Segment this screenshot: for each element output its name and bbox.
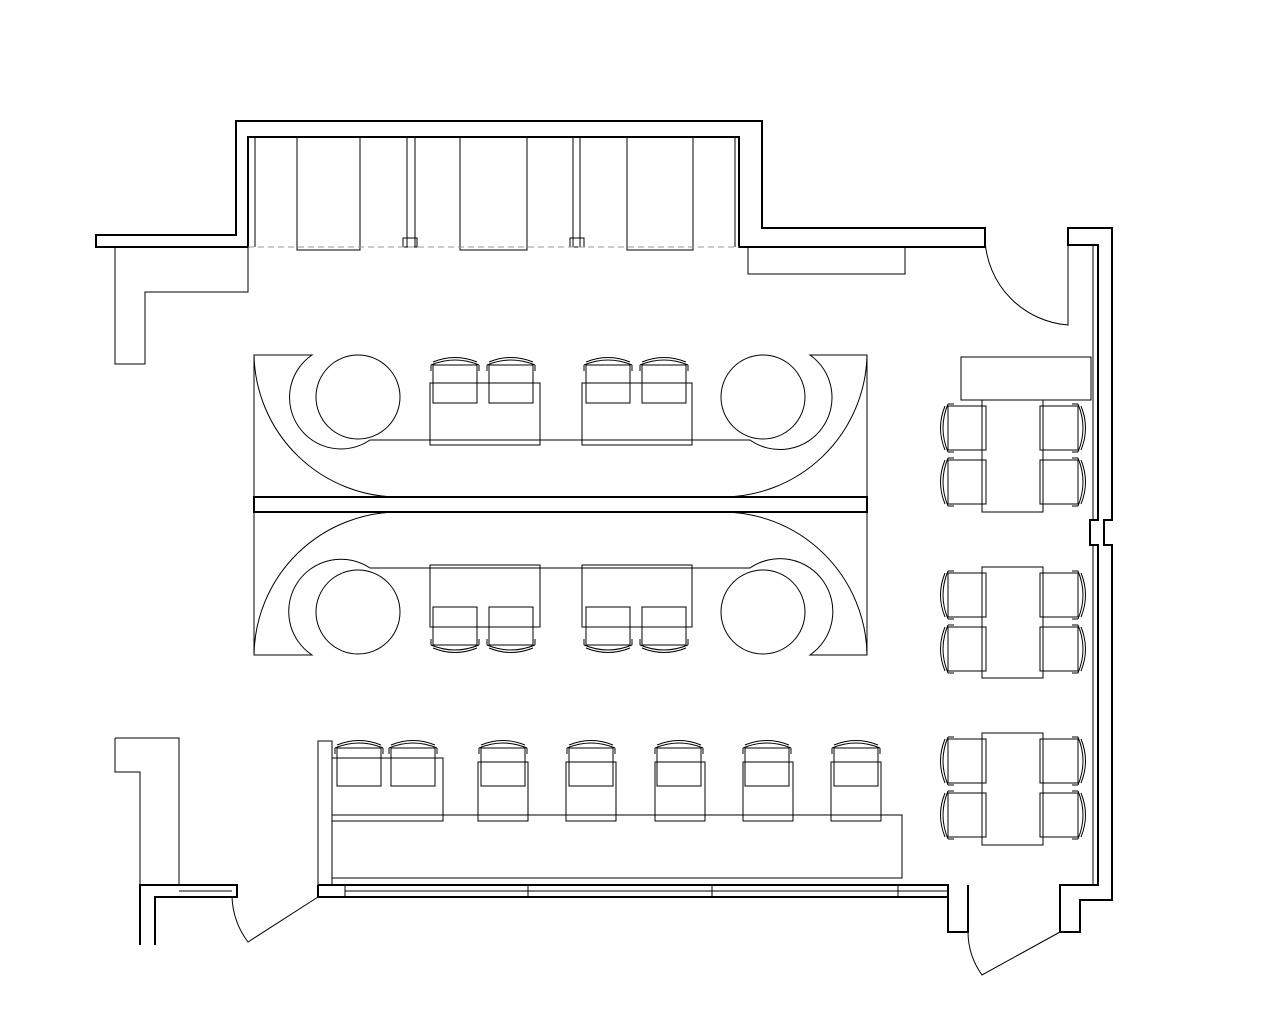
chair	[1039, 403, 1086, 453]
chair	[1039, 457, 1086, 507]
chair	[486, 357, 536, 404]
top-right-door	[984, 239, 1069, 326]
chair	[566, 740, 616, 787]
chairs	[334, 357, 1086, 840]
chair	[430, 357, 480, 404]
chair	[831, 740, 881, 787]
bottom-right-door	[967, 931, 1061, 976]
round-table	[720, 569, 806, 655]
chair	[742, 740, 792, 787]
chair	[639, 357, 689, 404]
bar-table	[477, 761, 529, 822]
bay-windows	[254, 136, 736, 251]
booth-table	[581, 382, 693, 446]
chair	[940, 736, 987, 786]
bar-table	[742, 761, 794, 822]
chair	[1039, 790, 1086, 840]
round-table	[315, 569, 401, 655]
booth-table	[581, 564, 693, 628]
bottom-wall	[317, 884, 969, 933]
chair	[940, 457, 987, 507]
booth-divider	[253, 496, 868, 513]
bar-counter	[317, 740, 903, 886]
chair	[478, 740, 528, 787]
round-table	[720, 354, 806, 440]
chair	[1039, 624, 1086, 674]
chair	[940, 624, 987, 674]
chair	[486, 606, 536, 653]
booth-area	[253, 354, 868, 656]
round-table	[315, 354, 401, 440]
chair	[1039, 570, 1086, 620]
chair	[940, 790, 987, 840]
chair	[654, 740, 704, 787]
bar-table	[331, 757, 444, 822]
chair	[940, 403, 987, 453]
shelf	[747, 246, 906, 275]
chair	[583, 357, 633, 404]
chair	[583, 606, 633, 653]
bar-table	[830, 761, 882, 822]
side-table	[981, 399, 1044, 513]
bar-table	[654, 761, 706, 822]
chair	[334, 740, 384, 787]
window-pane	[626, 136, 694, 251]
side-tables	[981, 399, 1044, 846]
chair	[1039, 736, 1086, 786]
right-wall	[1059, 227, 1113, 933]
bar-table	[565, 761, 617, 822]
bottom-left-wall	[114, 737, 319, 945]
counter	[960, 356, 1092, 401]
booth-table	[429, 564, 541, 628]
window-post	[569, 237, 585, 248]
top-bay-wall	[95, 120, 986, 365]
chair	[430, 606, 480, 653]
side-table	[981, 732, 1044, 846]
booth-table	[429, 382, 541, 446]
side-table	[981, 566, 1044, 679]
chair	[940, 570, 987, 620]
window-pane	[459, 136, 528, 251]
chair	[639, 606, 689, 653]
chair	[388, 740, 438, 787]
window-pane	[296, 136, 361, 251]
